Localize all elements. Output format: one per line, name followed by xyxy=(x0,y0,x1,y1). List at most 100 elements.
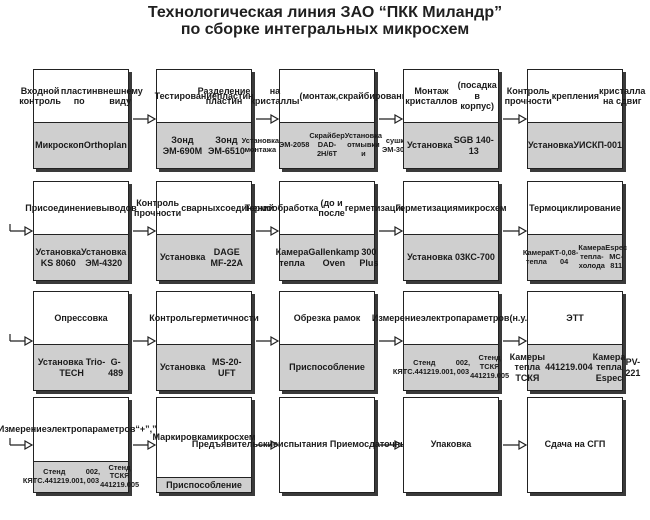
step-equipment-line: 300 Plus xyxy=(359,247,379,268)
step-name-line: Контроль xyxy=(149,312,193,323)
step-name-line: Предъявительские xyxy=(191,439,279,450)
step-name-line: микросхем xyxy=(206,432,256,442)
step-name-line: (н.у.) xyxy=(509,312,531,323)
step-name-line: пластин xyxy=(216,90,254,101)
step-equipment: Приспособление xyxy=(157,476,251,492)
step-name-line: скрайбирование, xyxy=(338,90,415,101)
step-name-line: “+”,”-” xyxy=(135,424,165,435)
arrow-head xyxy=(394,439,404,451)
step-name: Сдача на СГП xyxy=(528,398,622,491)
step-name-line: (монтаж, xyxy=(299,90,339,101)
step-name-line: электропараметров xyxy=(420,312,510,323)
step-equipment-line: Установка ЭМ-4320 xyxy=(81,247,127,268)
step-equipment-line: Скрайбер DAD-2H/6T xyxy=(309,131,345,158)
step-name-line: Монтаж кристаллов xyxy=(405,85,458,107)
step-equipment-line: Установка 03КС-700 xyxy=(407,252,495,263)
step-equipment-line: G-489 xyxy=(108,357,124,378)
arrow-head xyxy=(270,113,280,125)
step-equipment-line: Установка отмывки и xyxy=(344,131,383,158)
step-name-line: Термоциклирование xyxy=(529,202,621,213)
step-name-line: Сдача на СГП xyxy=(544,439,606,450)
step-equipment-line: Стенд ТСКЯ 441219.005 xyxy=(100,462,140,490)
arrow-head xyxy=(24,225,34,237)
step-equipment-line: Стенд КЯТС.441219.001, xyxy=(22,467,86,485)
step-name-line: Герметизация xyxy=(395,202,458,213)
arrow-head xyxy=(270,439,280,451)
step-equipment-line: Приспособление xyxy=(166,479,242,490)
step-name-line: пластин по xyxy=(60,85,98,107)
arrow-head xyxy=(394,113,404,125)
step-equipment-line: DAGE MF-22A xyxy=(210,247,243,268)
step-name-line: Входной контроль xyxy=(19,85,61,107)
arrow-head xyxy=(270,225,280,237)
step-equipment-line: Зонд ЭМ-6510 xyxy=(207,135,245,156)
arrow-head xyxy=(147,113,157,125)
step-name-line: Упаковка xyxy=(430,439,472,450)
step-equipment-line: MS-20-UFT xyxy=(211,357,242,378)
arrow-head xyxy=(518,439,528,451)
arrow-head xyxy=(147,439,157,451)
arrow-head xyxy=(518,335,528,347)
diagram-title-line2: по сборке интегральных микросхем xyxy=(180,21,470,38)
arrow-head xyxy=(394,225,404,237)
step-name-line: микросхем xyxy=(457,202,507,213)
step-equipment-line: Установка монтажа xyxy=(241,135,279,154)
step-name-line: Термообработка xyxy=(244,202,319,213)
diagram-title-line1: Технологическая линия ЗАО “ПКК Миландр” xyxy=(147,4,503,21)
step-equipment-line: Gallenkamp Oven xyxy=(308,247,360,268)
step-equipment-line: Микроскоп xyxy=(35,140,84,151)
step-equipment-line: Установка KS 8060 xyxy=(35,247,81,268)
step-name-line: Контроль прочности xyxy=(134,197,182,219)
step-name-line: герметичности xyxy=(192,312,259,323)
step-name: Обрезка рамок xyxy=(280,292,374,344)
step-equipment-line: Камера тепла xyxy=(275,247,309,268)
step-equipment-line: 002, 003 xyxy=(455,357,471,376)
step-name-line: (до и после xyxy=(318,197,345,219)
step-equipment-line: сушки ЭМ-3027 xyxy=(382,135,413,154)
arrow-head xyxy=(24,335,34,347)
step-equipment-line: Установка Trio-TECH xyxy=(37,357,106,378)
step-name-line: (посадка в корпус) xyxy=(457,80,497,112)
step-equipment-line: Камера тепла Espec xyxy=(592,351,626,383)
step-name-line: Измерение xyxy=(0,424,47,435)
step-name: Опрессовка xyxy=(34,292,128,344)
step-equipment-line: Зонд ЭМ-690М xyxy=(162,135,203,156)
step-equipment-line: Приспособление xyxy=(289,362,365,373)
step-name-line: кристалла на сдвиг xyxy=(599,85,646,107)
step-name-line: электропараметров xyxy=(46,424,136,435)
step-name-line: Опрессовка xyxy=(54,312,108,323)
step-equipment-line: Установка xyxy=(160,252,206,263)
step-equipment-line: 002, 003 xyxy=(85,467,101,485)
step-equipment: Приспособление xyxy=(280,344,374,390)
step-equipment-line: SGB 140-13 xyxy=(453,135,494,156)
step-name-line: Приемосдаточные xyxy=(329,439,413,450)
step-equipment-line: УИСКП-001 xyxy=(573,140,622,151)
step-name: Монтаж кристаллов(посадка в корпус) xyxy=(404,70,498,122)
step-equipment-line: PV-221 xyxy=(625,357,641,378)
